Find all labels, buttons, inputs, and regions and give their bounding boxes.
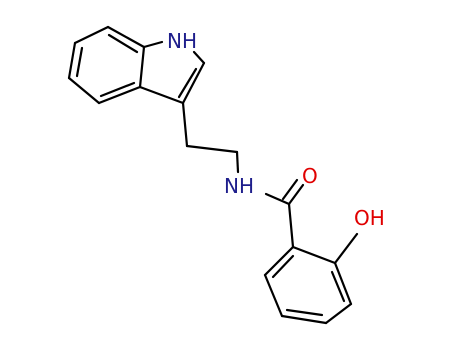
indole-nh-label: NH — [167, 29, 197, 53]
indole-benzene-ring — [67, 25, 146, 105]
indole-pyrrole-ring — [138, 40, 206, 105]
amide-group — [264, 178, 305, 249]
carbonyl-oxygen-label: O — [302, 164, 318, 188]
ethyl-linker — [181, 101, 240, 174]
phenol-ring — [263, 232, 359, 325]
hydroxyl-label: OH — [354, 206, 385, 230]
amide-nh-label: NH — [224, 174, 254, 198]
